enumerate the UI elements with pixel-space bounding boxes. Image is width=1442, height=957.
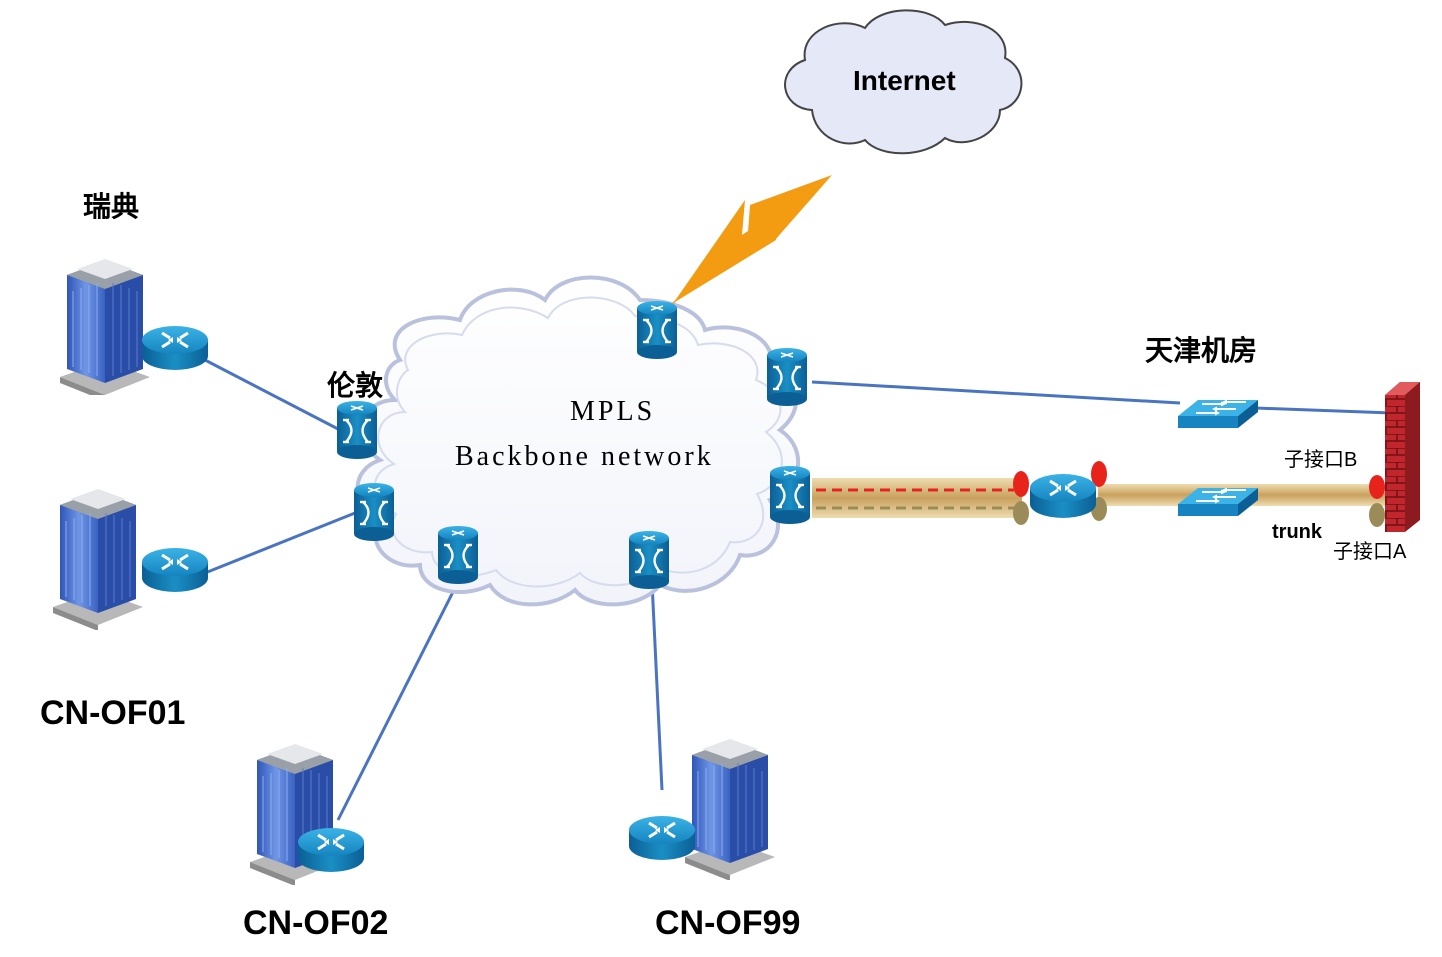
cn-of02-router-icon: [296, 826, 366, 874]
backbone-switch-left-icon: [352, 482, 396, 542]
backbone-label-line1: MPLS: [570, 396, 655, 427]
link-sweden-london: [204, 358, 341, 432]
link-of02-backbone: [336, 577, 462, 821]
mpls-backbone-cloud: MPLS Backbone network: [355, 275, 800, 607]
label-trunk: trunk: [1272, 521, 1323, 543]
site-label-sweden: 瑞典: [83, 191, 139, 222]
backbone-switch-bottom-right-icon: [627, 530, 671, 590]
sweden-router-icon: [140, 324, 210, 372]
port-red-left: [1013, 471, 1029, 497]
backbone-switch-top-icon: [635, 300, 679, 360]
tianjin-switch-upper-icon: [1177, 398, 1259, 429]
cn-of99-router-icon: [627, 814, 697, 862]
backbone-switch-right-upper-icon: [765, 347, 809, 407]
link-tianjin-switch-firewall: [1254, 406, 1393, 415]
links: [204, 358, 1393, 821]
cn-of99-building-icon: [684, 738, 776, 880]
port-olive-firewall: [1369, 503, 1385, 527]
site-label-cn-of01: CN-OF01: [40, 694, 185, 732]
site-label-cn-of99: CN-OF99: [655, 904, 800, 942]
port-red-firewall: [1369, 475, 1385, 499]
tianjin-router-icon: [1028, 472, 1098, 520]
sweden-building-icon: [59, 258, 151, 395]
site-label-cn-of02: CN-OF02: [243, 904, 388, 942]
trunk-bar-backbone-router: [812, 478, 1022, 518]
port-red-right: [1091, 461, 1107, 487]
site-label-tianjin: 天津机房: [1145, 334, 1257, 366]
label-subif-b: 子接口B: [1284, 448, 1357, 471]
port-olive-left: [1013, 501, 1029, 525]
cn-of01-building-icon: [52, 488, 144, 630]
link-of01-backbone: [204, 511, 356, 575]
firewall-icon: [1385, 382, 1420, 532]
site-label-london: 伦敦: [327, 369, 383, 401]
link-backbone-tianjin-switch: [811, 380, 1181, 405]
internet-cloud: Internet: [784, 9, 1023, 155]
lightning-icon: [672, 175, 832, 305]
backbone-switch-right-lower-icon: [768, 465, 812, 525]
cn-of01-router-icon: [140, 546, 210, 594]
backbone-label-line2: Backbone network: [455, 441, 714, 472]
label-subif-a: 子接口A: [1333, 540, 1407, 563]
internet-label: Internet: [853, 65, 956, 96]
link-of99-backbone: [650, 581, 664, 791]
backbone-switch-bottom-left-icon: [436, 525, 480, 585]
backbone-switch-london-icon: [335, 400, 379, 460]
